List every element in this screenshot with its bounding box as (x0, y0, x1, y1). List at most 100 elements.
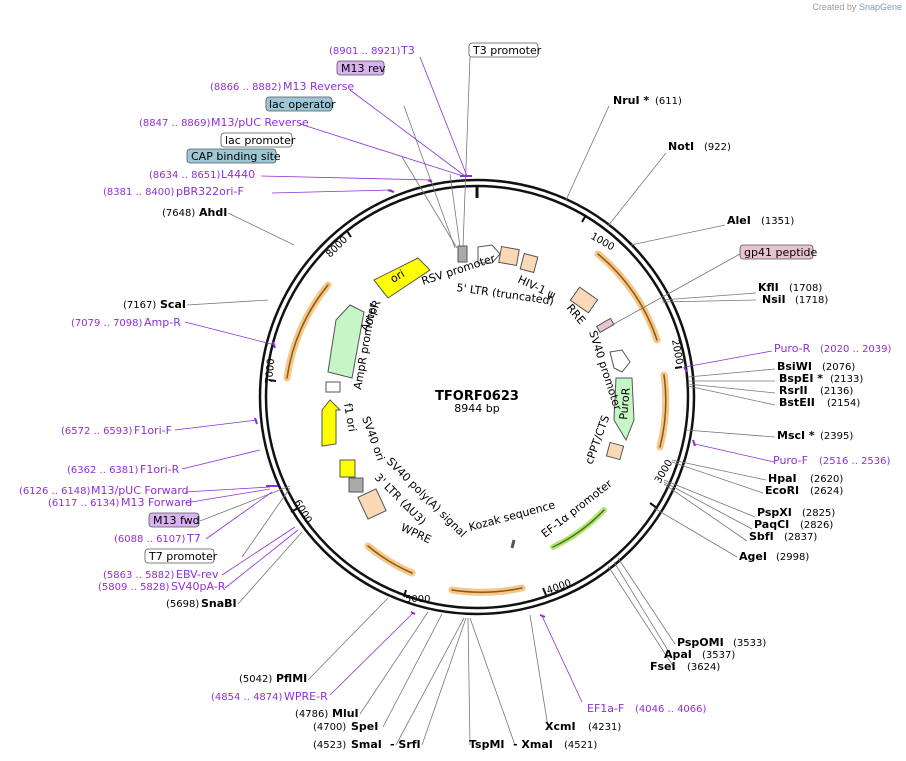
sv40-ori-label: SV40 ori (359, 415, 387, 463)
puror-arrow (613, 377, 635, 442)
feature-gp41-peptide: gp41 peptide (744, 246, 818, 259)
tick-marks (268, 214, 683, 598)
boxed-feature-labels: T3 promoter M13 rev lac operator lac pro… (144, 42, 818, 564)
enzyme-xcmi: XcmI (545, 720, 576, 733)
ori-arrow (373, 257, 431, 299)
enzyme-nrui-pos: (611) (655, 96, 682, 107)
primer-m13-fwd: M13 Forward (121, 496, 192, 509)
enzyme-pspxi: PspXI (757, 506, 792, 519)
wpre-label: WPRE (399, 521, 434, 546)
primer-f1ori-r: F1ori-R (140, 463, 180, 476)
feature-m13-rev: M13 rev (341, 62, 386, 75)
primer-m13puc-fwd: M13/pUC Forward (91, 484, 189, 497)
sv40-polya-block (348, 477, 364, 493)
ori-label: ori (388, 267, 407, 285)
tick-label-7000: 7000 (264, 358, 277, 384)
enzyme-alei-pos: (1351) (761, 216, 794, 227)
enzyme-scai: ScaI (160, 298, 186, 311)
feature-cap-binding-site: CAP binding site (191, 150, 281, 163)
enzyme-tspmi: TspMI (469, 738, 505, 751)
enzyme-paqci: PaqCI (754, 518, 789, 531)
enzyme-nrui: NruI * (613, 94, 649, 107)
lac-feature-block (457, 245, 468, 263)
enzyme-xmai: - XmaI (513, 738, 553, 751)
primer-puro-r-pos: (2020 .. 2039) (820, 344, 892, 355)
enzyme-bspei-pos: (2133) (830, 374, 863, 385)
primer-m13puc-fwd-pos: (6126 .. 6148) (19, 486, 91, 497)
enzyme-ecori-pos: (2624) (810, 486, 843, 497)
enzyme-scai-pos: (7167) (123, 300, 156, 311)
snapgene-credit: Created by SnapGene (812, 2, 902, 12)
enzyme-spei: SpeI (351, 720, 378, 733)
enzyme-spei-pos: (4700) (313, 722, 346, 733)
enzyme-pflmi: PflMI (276, 672, 307, 685)
primer-sv40pa-pos: (5809 .. 5828) (98, 582, 170, 593)
primer-leaders (174, 56, 775, 703)
primer-wpre-pos: (4854 .. 4874) (211, 692, 283, 703)
tick-label-6000: 6000 (291, 498, 313, 526)
enzyme-nsii-pos: (1718) (795, 295, 828, 306)
f1-ori-arrow (321, 399, 342, 447)
enzyme-pspxi-pos: (2825) (802, 508, 835, 519)
enzyme-agei-pos: (2998) (776, 552, 809, 563)
enzyme-xcmi-pos: (4231) (588, 722, 621, 733)
enzyme-fsei-pos: (3624) (687, 662, 720, 673)
enzyme-smai: SmaI (351, 738, 382, 751)
enzyme-rsrii: RsrII (779, 384, 808, 397)
enzyme-sbfi: SbfI (749, 530, 774, 543)
primer-l4440-pos: (8634 .. 8651) (149, 170, 221, 181)
snapgene-logo: SnapGene (858, 2, 902, 12)
enzyme-smai-pos: (4523) (313, 740, 346, 751)
primer-pbr322-pos: (8381 .. 8400) (103, 187, 175, 198)
inner-features (321, 244, 635, 549)
enzyme-noti-pos: (922) (704, 142, 731, 153)
plasmid-length: 8944 bp (454, 402, 499, 415)
enzyme-mlui-pos: (4786) (295, 709, 328, 720)
primer-m13rev: M13 Reverse (283, 80, 354, 93)
primer-m13puc-rev: M13/pUC Reverse (211, 116, 309, 129)
ltr3-block (357, 488, 387, 520)
gp41-block (595, 317, 615, 334)
tick-label-2000: 2000 (669, 339, 684, 366)
primer-ampr-pos: (7079 .. 7098) (71, 318, 143, 329)
enzyme-rsrii-pos: (2136) (820, 386, 853, 397)
enzyme-pspomi: PspOMI (677, 636, 724, 649)
primer-ef1a: EF1a-F (587, 702, 624, 715)
primer-ef1a-pos: (4046 .. 4066) (635, 704, 707, 715)
feature-t7-promoter: T7 promoter (148, 550, 218, 563)
primer-puro-r: Puro-R (774, 342, 811, 355)
primer-puro-f: Puro-F (773, 454, 808, 467)
enzyme-snabi-pos: (5698) (166, 599, 199, 610)
enzyme-apai: ApaI (664, 648, 692, 661)
orf-arcs (283, 250, 670, 596)
cppt-label: cPPT/CTS (583, 414, 613, 467)
primer-puro-f-pos: (2516 .. 2536) (819, 456, 891, 467)
ampr-arrow (327, 304, 365, 379)
primer-t3: T3 (400, 44, 415, 57)
enzyme-bsteii: BstEII (779, 396, 815, 409)
enzyme-noti: NotI (668, 140, 694, 153)
feature-m13-fwd: M13 fwd (153, 514, 200, 527)
primer-t7: T7 (186, 532, 201, 545)
primer-ebv-pos: (5863 .. 5882) (103, 570, 175, 581)
enzyme-kfli: KflI (758, 281, 779, 294)
enzyme-pspomi-pos: (3533) (733, 638, 766, 649)
sv40-promoter-arrow (609, 349, 631, 373)
ltr5-block (498, 245, 520, 267)
primer-pbr322: pBR322ori-F (176, 185, 244, 198)
enzyme-msci: MscI * (777, 429, 815, 442)
f1-ori-label: f1 ori (341, 402, 359, 433)
backbone-outer (258, 178, 696, 616)
primer-f1ori-f: F1ori-F (134, 424, 172, 437)
enzyme-ahdi-pos: (7648) (162, 208, 195, 219)
primer-t7-pos: (6088 .. 6107) (114, 534, 186, 545)
enzyme-leaders (186, 105, 776, 746)
kozak-mark (510, 539, 516, 549)
puror-label: PuroR (617, 387, 633, 420)
primer-f1ori-f-pos: (6572 .. 6593) (61, 426, 133, 437)
enzyme-labels: NruI *(611) NotI(922) AleI(1351) KflI(17… (123, 94, 863, 751)
primer-markers (254, 175, 696, 618)
primer-ampr: Amp-R (144, 316, 181, 329)
rre-block (569, 286, 599, 314)
